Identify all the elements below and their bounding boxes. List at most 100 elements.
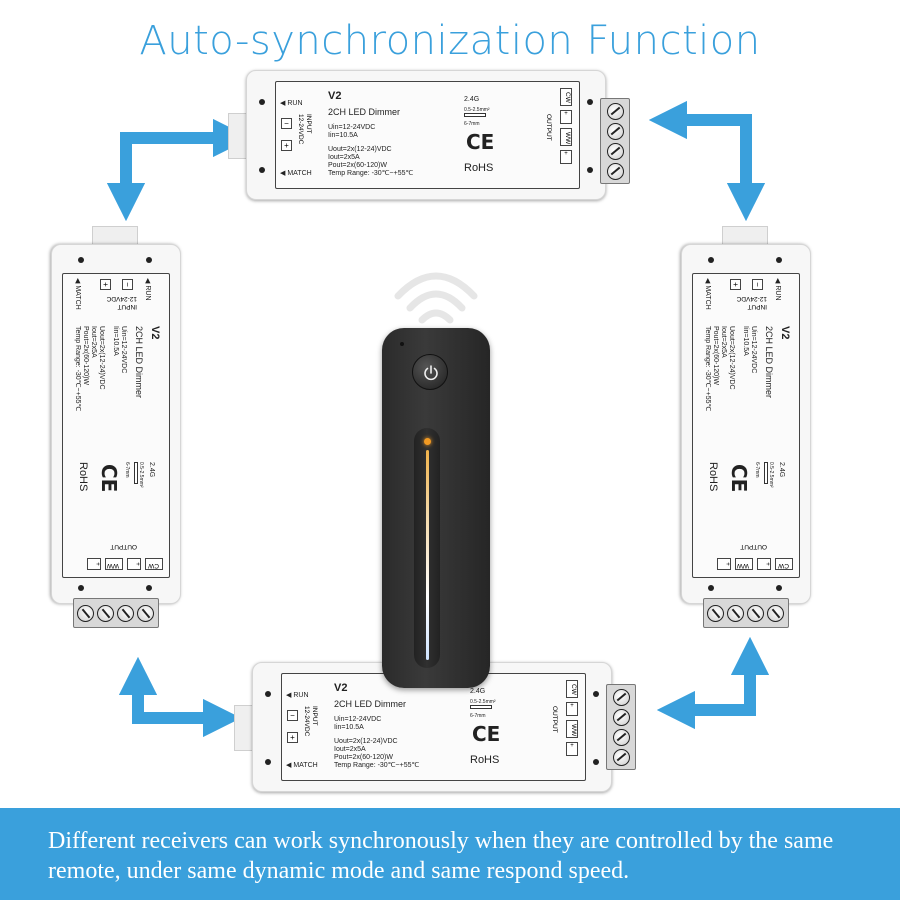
uin-spec: Uin=12-24VDC	[120, 326, 127, 374]
screw-icon	[727, 604, 745, 622]
uin-spec: Uin=12-24VDC	[328, 124, 376, 131]
match-label: MATCH	[74, 285, 81, 310]
wire-spec-label: 0.5-2.5mm²	[464, 107, 490, 113]
input-voltage-label: 12-24VDC	[303, 706, 310, 737]
rohs-label: RoHS	[470, 754, 500, 766]
screw-icon	[767, 604, 785, 622]
minus-terminal-label: −	[122, 279, 133, 290]
plus-terminal-label: +	[730, 279, 741, 290]
rohs-label: RoHS	[707, 462, 719, 492]
strip-length-label: 6-7mm	[464, 121, 480, 127]
product-name: 2CH LED Dimmer	[328, 107, 401, 117]
cw-terminal-label: CW	[148, 562, 159, 569]
iout-spec: Iout=2x5A	[90, 326, 97, 358]
cw-terminal-label: CW	[570, 684, 577, 695]
arrow-bottom-right	[656, 636, 770, 730]
wire-spec-label: 0.5-2.5mm²	[768, 462, 774, 488]
screw-icon	[137, 604, 155, 622]
plus-terminal-label: +	[127, 558, 141, 570]
screw-icon	[612, 728, 630, 746]
uout-spec: Uout=2x(12-24)VDC	[728, 326, 735, 390]
plus-terminal-label: +	[560, 150, 572, 164]
screw-icon	[97, 604, 115, 622]
uin-spec: Uin=12-24VDC	[334, 716, 382, 723]
output-terminal-block	[73, 598, 159, 628]
output-terminal-block	[606, 684, 636, 770]
product-name: 2CH LED Dimmer	[764, 326, 774, 399]
iin-spec: Iin=10.5A	[328, 132, 358, 139]
uout-spec: Uout=2x(12-24)VDC	[328, 146, 392, 153]
iin-spec: Iin=10.5A	[334, 724, 364, 731]
pout-spec: Pout=2x(60-120)W	[328, 162, 387, 169]
plus-terminal-label: +	[87, 558, 101, 570]
power-icon	[424, 365, 438, 381]
temp-spec: Temp Range: -30℃~+55℃	[74, 326, 81, 412]
screw-icon	[606, 162, 624, 180]
output-label: OUTPUT	[545, 114, 552, 141]
minus-terminal-label: −	[752, 279, 763, 290]
match-label: MATCH	[287, 170, 312, 177]
run-label: RUN	[774, 285, 781, 301]
screw-icon	[612, 708, 630, 726]
strip-length-label: 6-7mm	[470, 713, 486, 719]
wire-strip-icon	[764, 462, 768, 484]
model-label: V2	[328, 90, 342, 102]
plus-terminal-label: +	[560, 110, 572, 124]
input-voltage-label: 12-24VDC	[106, 295, 137, 302]
model-label: V2	[334, 682, 348, 694]
minus-terminal-label: −	[287, 710, 298, 721]
product-name: 2CH LED Dimmer	[134, 326, 144, 399]
model-label: V2	[779, 326, 791, 340]
slider-indicator-led	[424, 438, 431, 445]
run-label: RUN	[293, 692, 309, 699]
strip-length-label: 6-7mm	[124, 462, 130, 478]
indicator-dot	[400, 342, 404, 346]
match-label: MATCH	[293, 762, 318, 769]
dimmer-module-top: ◀ RUN ◀ MATCH − + INPUT 12-24VDC V2 2CH …	[216, 70, 636, 200]
input-label: INPUT	[117, 303, 138, 310]
input-label: INPUT	[305, 114, 312, 134]
model-label: V2	[149, 326, 161, 340]
arrow-bottom-left	[118, 656, 242, 738]
uout-spec: Uout=2x(12-24)VDC	[334, 738, 398, 745]
page-title: Auto-synchronization Function	[139, 18, 761, 64]
product-name: 2CH LED Dimmer	[334, 699, 407, 709]
frequency-label: 2.4G	[778, 462, 785, 478]
plus-terminal-label: +	[287, 732, 298, 743]
match-label: MATCH	[704, 285, 711, 310]
uin-spec: Uin=12-24VDC	[750, 326, 757, 374]
output-label: OUTPUT	[740, 543, 767, 550]
screw-icon	[747, 604, 765, 622]
ce-mark-icon: CE	[727, 464, 751, 493]
ww-terminal-label: WW	[564, 132, 571, 145]
input-voltage-label: 12-24VDC	[736, 295, 767, 302]
pout-spec: Pout=2x(60-120)W	[82, 326, 89, 385]
ww-terminal-label: WW	[736, 562, 749, 569]
run-label: RUN	[144, 285, 151, 301]
ww-terminal-label: WW	[106, 562, 119, 569]
iout-spec: Iout=2x5A	[720, 326, 727, 358]
dimmer-module-left: ◀ RUN ◀ MATCH − + INPUT 12-24VDC V2 2CH …	[51, 214, 181, 634]
screw-icon	[77, 604, 95, 622]
cw-terminal-label: CW	[778, 562, 789, 569]
ce-mark-icon: CE	[97, 464, 121, 493]
minus-terminal-label: −	[281, 118, 292, 129]
frequency-label: 2.4G	[148, 462, 155, 478]
plus-terminal-label: +	[717, 558, 731, 570]
screw-icon	[606, 102, 624, 120]
output-label: OUTPUT	[110, 543, 137, 550]
footer-description: Different receivers can work synchronous…	[48, 828, 834, 884]
input-voltage-label: 12-24VDC	[297, 114, 304, 145]
output-label: OUTPUT	[551, 706, 558, 733]
wire-spec-label: 0.5-2.5mm²	[470, 699, 496, 705]
screw-icon	[117, 604, 135, 622]
rohs-label: RoHS	[77, 462, 89, 492]
screw-icon	[612, 748, 630, 766]
arrow-top-right	[648, 100, 766, 222]
frequency-label: 2.4G	[470, 688, 486, 695]
run-label: RUN	[287, 100, 303, 107]
wire-spec-label: 0.5-2.5mm²	[138, 462, 144, 488]
power-button[interactable]	[412, 354, 448, 390]
plus-terminal-label: +	[566, 742, 578, 756]
ce-mark-icon: CE	[466, 130, 495, 154]
